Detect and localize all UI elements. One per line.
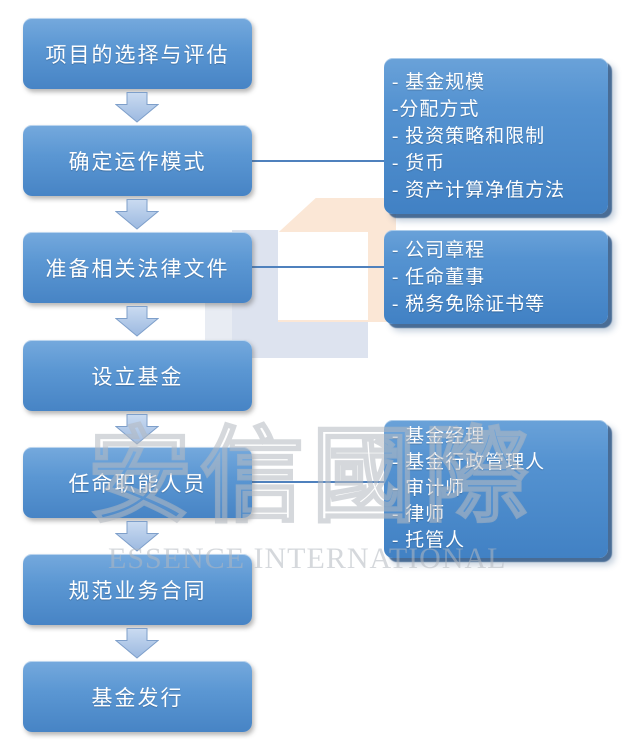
- flow-step: 项目的选择与评估: [23, 18, 252, 89]
- flow-step: 确定运作模式: [23, 125, 252, 196]
- callout-item: - 审计师: [392, 478, 466, 499]
- logo-center-square: [278, 232, 368, 320]
- callout-item: - 托管人: [392, 530, 466, 551]
- flow-step-label: 规范业务合同: [68, 578, 207, 603]
- down-arrow-icon: [115, 521, 159, 552]
- callout-item: - 货币: [392, 152, 446, 174]
- flow-step: 准备相关法律文件: [23, 232, 252, 303]
- flow-step: 基金发行: [23, 661, 252, 732]
- flow-step-label: 项目的选择与评估: [45, 42, 230, 67]
- logo-gray-bottom-bar: [232, 320, 368, 358]
- flow-step: 规范业务合同: [23, 554, 252, 625]
- callout-item: -分配方式: [392, 98, 480, 120]
- down-arrow-icon: [115, 628, 159, 659]
- flow-step-label: 设立基金: [91, 364, 184, 389]
- flow-step: 任命职能人员: [23, 447, 252, 518]
- down-arrow-icon: [115, 92, 159, 123]
- callout-item: - 税务免除证书等: [392, 293, 546, 315]
- connector-line: [252, 481, 384, 483]
- callout-box: - 基金规模 -分配方式 - 投资策略和限制 - 货币 - 资产计算净值方法: [384, 58, 608, 214]
- connector-line: [252, 266, 384, 268]
- callout-item: - 律师: [392, 504, 446, 525]
- flow-step-label: 任命职能人员: [68, 471, 207, 496]
- flow-step-label: 准备相关法律文件: [45, 256, 230, 281]
- callout-box: - 公司章程 - 任命董事 - 税务免除证书等: [384, 230, 608, 324]
- callout-item: - 任命董事: [392, 266, 486, 288]
- callout-item: - 基金经理: [392, 426, 486, 447]
- down-arrow-icon: [115, 414, 159, 445]
- flow-step-label: 基金发行: [91, 685, 184, 710]
- connector-line: [252, 160, 384, 162]
- callout-item: - 基金行政管理人: [392, 452, 546, 473]
- callout-item: - 公司章程: [392, 239, 486, 261]
- callout-item: - 资产计算净值方法: [392, 179, 566, 201]
- down-arrow-icon: [115, 306, 159, 337]
- callout-item: - 基金规模: [392, 71, 486, 93]
- down-arrow-icon: [115, 199, 159, 230]
- flow-step-label: 确定运作模式: [68, 149, 207, 174]
- flow-step: 设立基金: [23, 340, 252, 411]
- callout-item: - 投资策略和限制: [392, 125, 546, 147]
- callout-box: - 基金经理 - 基金行政管理人 - 审计师 - 律师 - 托管人: [384, 420, 608, 558]
